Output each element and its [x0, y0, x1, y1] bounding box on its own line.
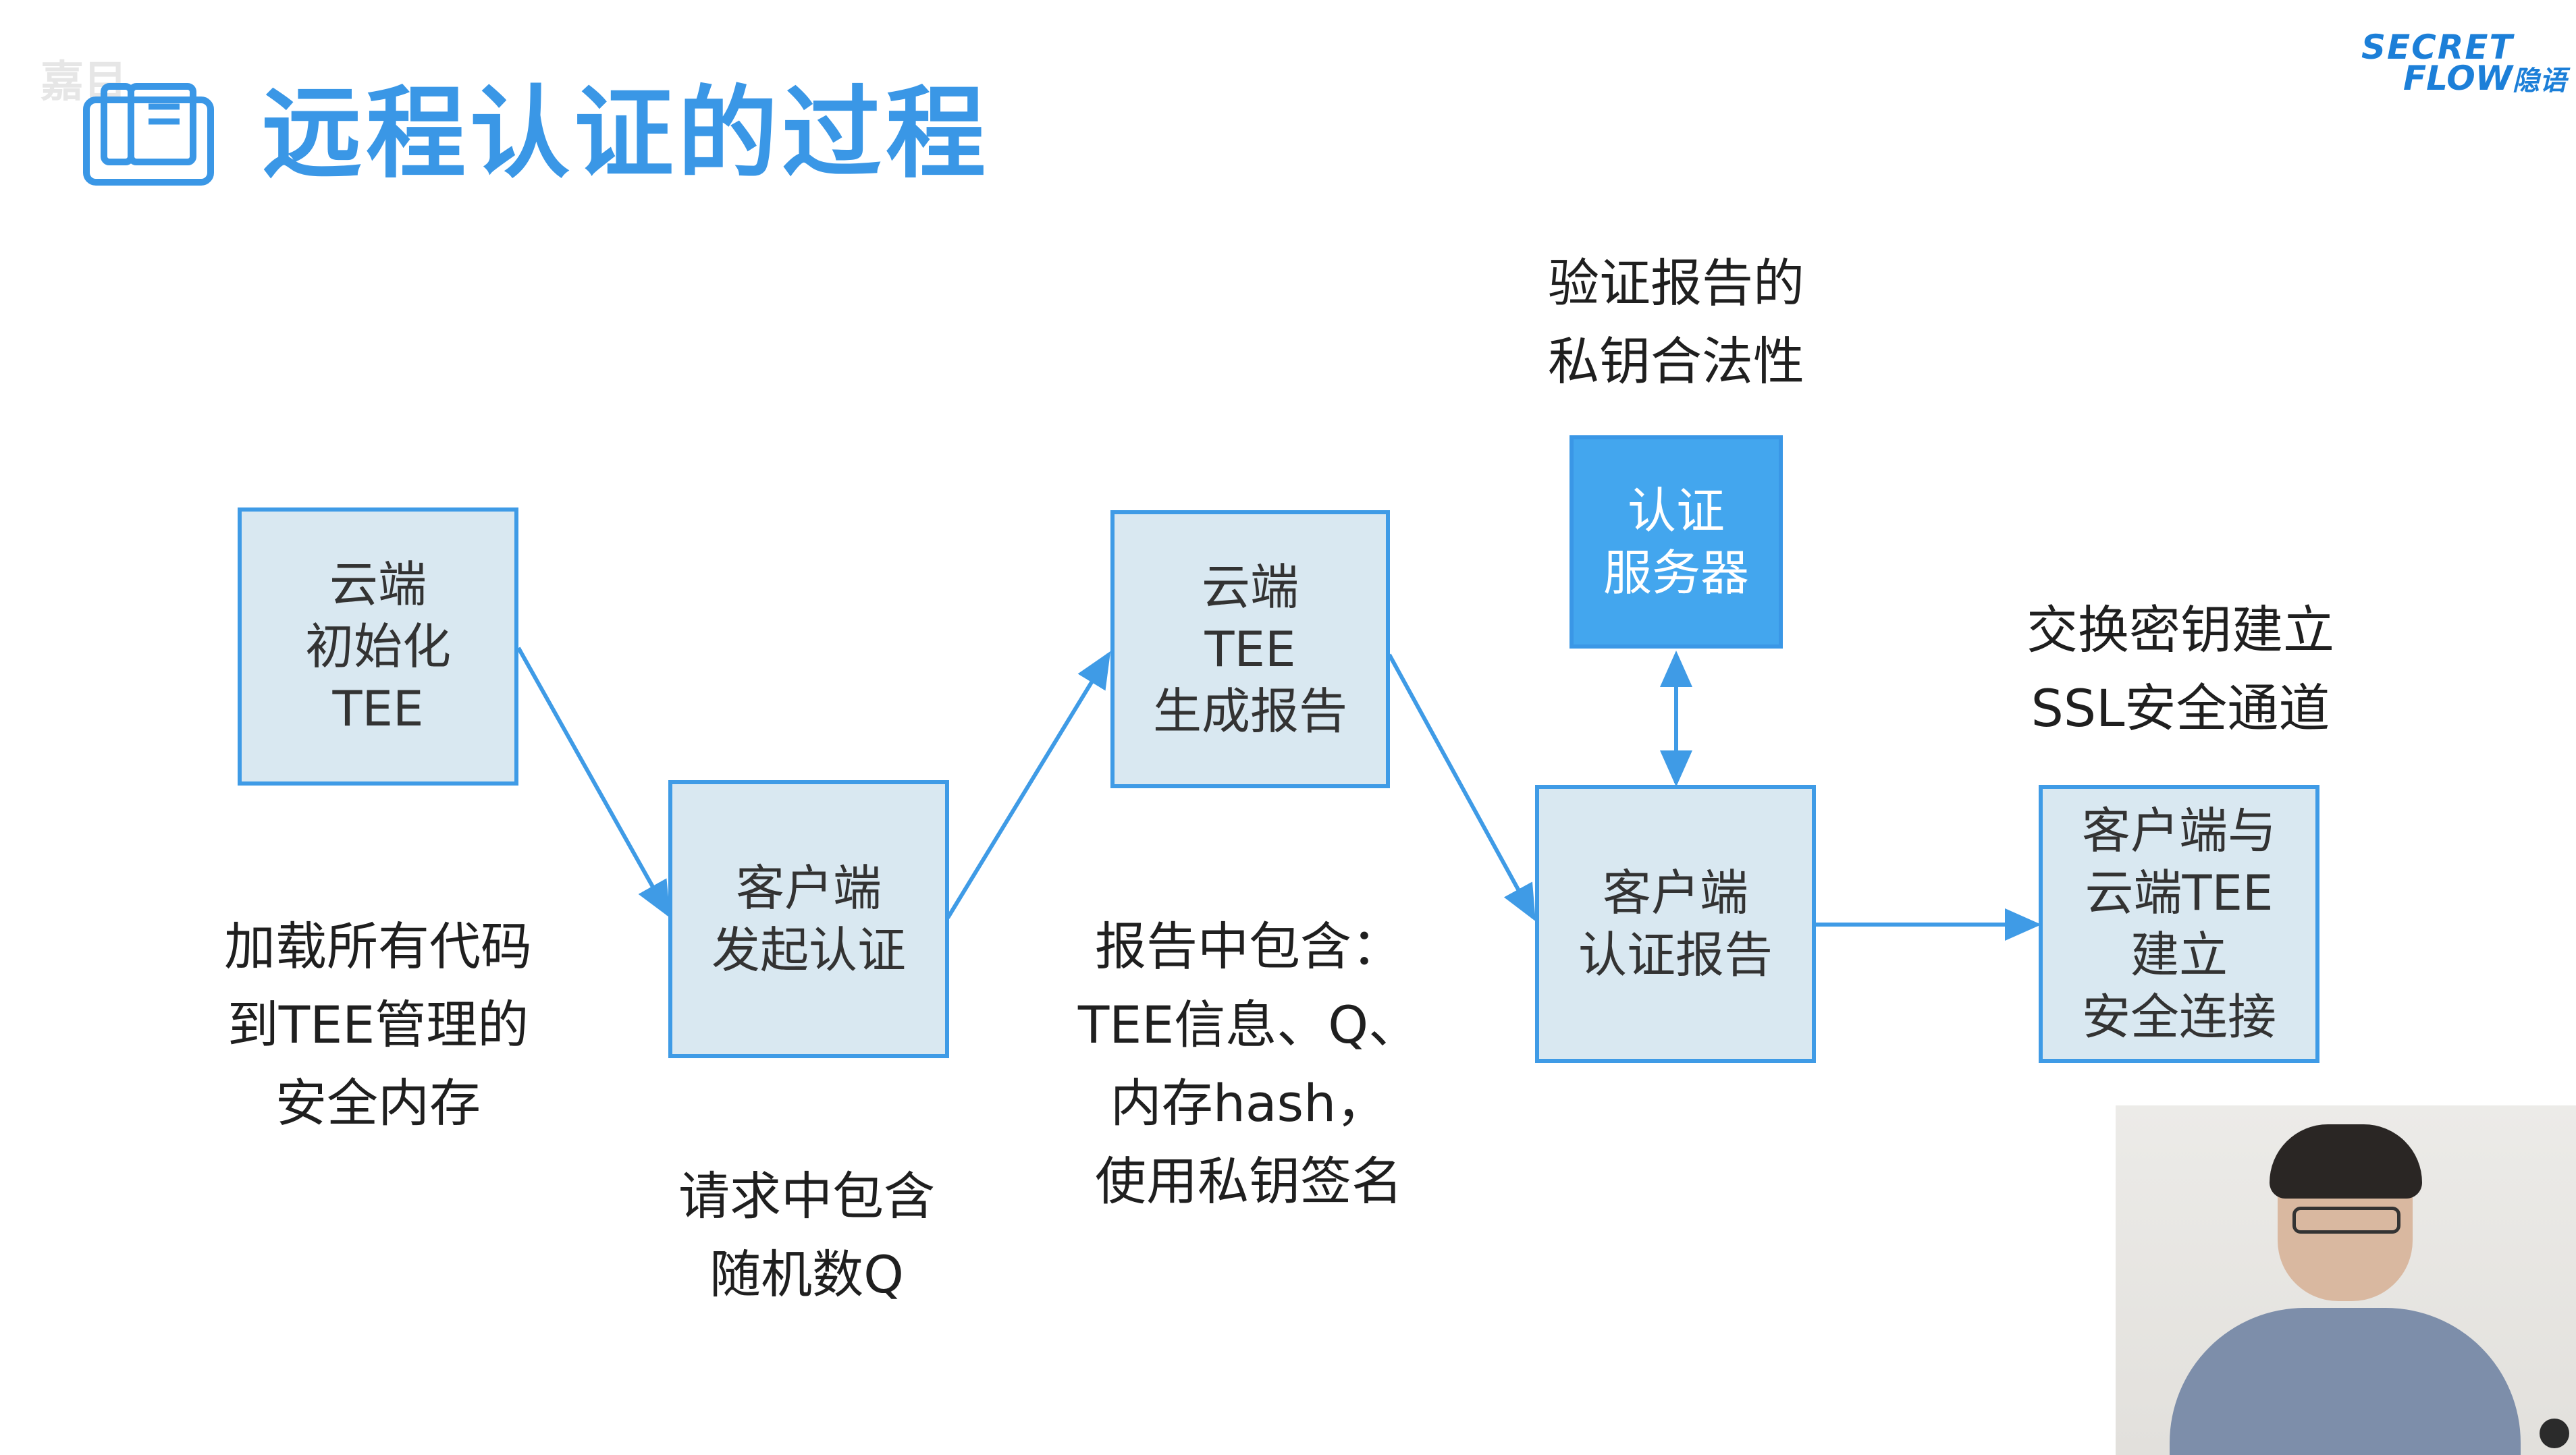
- presenter-hair: [2270, 1124, 2422, 1199]
- node-auth-server: 认证 服务器: [1569, 435, 1783, 649]
- presenter-body: [2170, 1308, 2521, 1455]
- note-report-contents: 报告中包含： TEE信息、Q、 内存hash， 使用私钥签名: [1053, 908, 1445, 1221]
- logo-line2: FLOW隐语: [2403, 58, 2567, 101]
- node-line: 客户端: [735, 860, 882, 916]
- node-line: 认证报告: [1578, 927, 1773, 983]
- node-line: 云端: [1201, 559, 1299, 615]
- node-client-verify: 客户端 认证报告: [1535, 785, 1816, 1063]
- note-exchange-key: 交换密钥建立 SSL安全通道: [1985, 591, 2376, 748]
- arrow-init-to-client: [516, 647, 670, 918]
- note-line: 加载所有代码: [224, 916, 532, 977]
- node-line: 生成报告: [1152, 683, 1347, 740]
- book-icon: [83, 83, 214, 186]
- note-request: 请求中包含 随机数Q: [645, 1157, 969, 1314]
- node-line: 建立: [2130, 927, 2228, 983]
- note-line: 请求中包含: [678, 1166, 935, 1226]
- node-line: 云端: [329, 556, 427, 613]
- expand-video-icon[interactable]: [2540, 1419, 2569, 1448]
- secretflow-logo: SECRET FLOW隐语: [2356, 27, 2567, 101]
- node-line: 服务器: [1603, 545, 1749, 601]
- node-line: 云端TEE: [2085, 864, 2274, 921]
- presenter-glasses: [2292, 1207, 2400, 1234]
- note-verify-key: 验证报告的 私钥合法性: [1507, 244, 1845, 401]
- logo-line1: SECRET: [2361, 28, 2514, 67]
- node-line: 安全连接: [2081, 989, 2276, 1045]
- note-line: TEE信息、Q、: [1077, 995, 1420, 1055]
- note-line: 内存hash，: [1110, 1073, 1388, 1133]
- note-line: 随机数Q: [709, 1244, 904, 1305]
- note-line: 交换密钥建立: [2027, 600, 2334, 660]
- note-line: 安全内存: [275, 1073, 481, 1133]
- node-cloud-init: 云端 初始化 TEE: [238, 507, 518, 786]
- note-line: 到TEE管理的: [227, 995, 529, 1055]
- node-line: 发起认证: [711, 922, 906, 979]
- note-load-code: 加载所有代码 到TEE管理的 安全内存: [196, 908, 560, 1143]
- slide-title: 远程认证的过程: [262, 76, 990, 192]
- node-cloud-report: 云端 TEE 生成报告: [1110, 510, 1390, 788]
- note-line: 私钥合法性: [1548, 331, 1804, 391]
- node-line: TEE: [332, 680, 424, 737]
- note-line: 验证报告的: [1548, 253, 1804, 313]
- arrow-client-to-report: [946, 651, 1111, 919]
- presenter-video: [2116, 1105, 2576, 1455]
- node-line: 客户端与: [2081, 802, 2276, 859]
- node-client-start: 客户端 发起认证: [668, 780, 949, 1058]
- node-line: TEE: [1204, 621, 1296, 678]
- logo-line2-en: FLOW: [2403, 59, 2513, 98]
- node-line: 客户端: [1602, 864, 1748, 921]
- arrow-report-to-verify: [1387, 653, 1536, 922]
- node-line: 初始化: [304, 618, 451, 675]
- note-line: SSL安全通道: [2031, 678, 2330, 738]
- node-line: 认证: [1627, 483, 1725, 539]
- node-secure-connection: 客户端与 云端TEE 建立 安全连接: [2039, 785, 2319, 1063]
- note-line: 使用私钥签名: [1095, 1151, 1403, 1211]
- logo-line2-cn: 隐语: [2512, 65, 2567, 97]
- note-line: 报告中包含：: [1095, 916, 1403, 977]
